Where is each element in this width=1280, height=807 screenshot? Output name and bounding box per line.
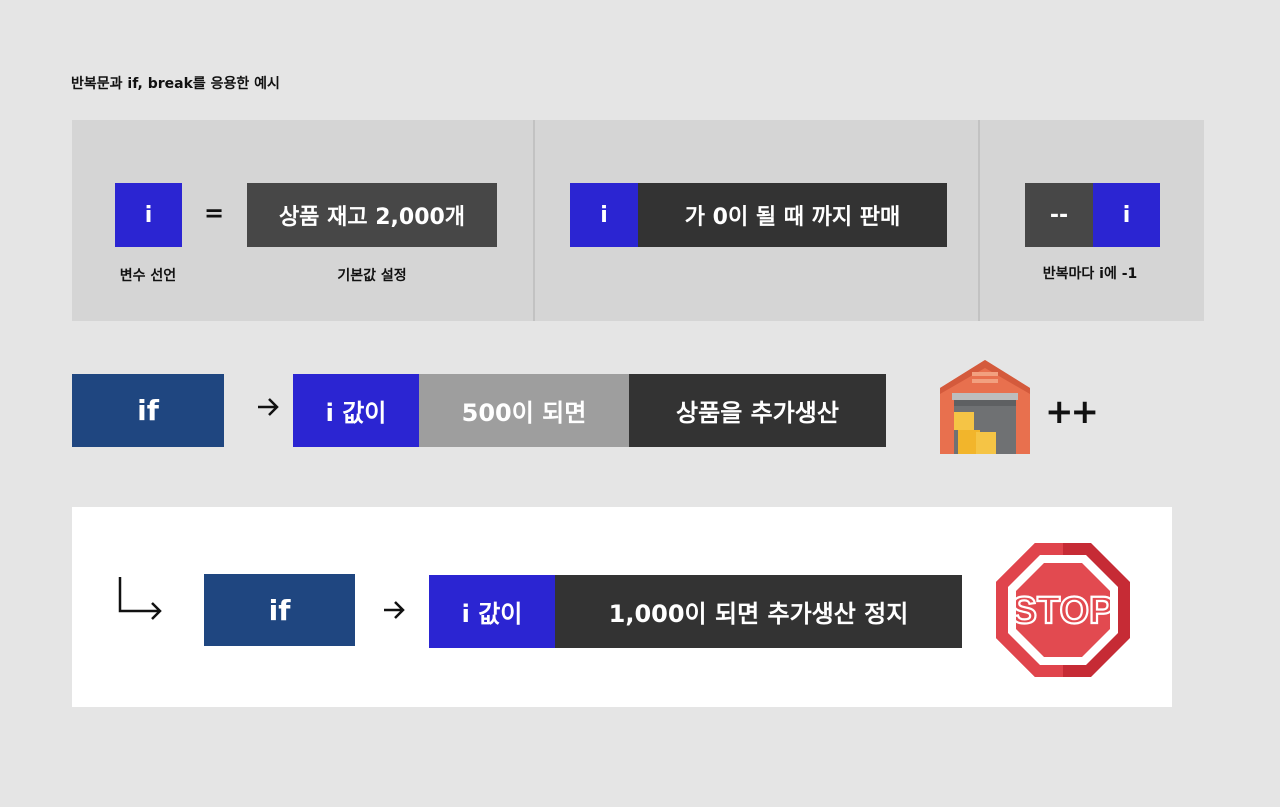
stop-sign-icon: STOP [996, 543, 1130, 681]
break-action-segment: 1,000이 되면 추가생산 정지 [555, 575, 962, 648]
action-segment: 상품을 추가생산 [629, 374, 886, 447]
caption-initial-value: 기본값 설정 [337, 268, 407, 284]
condition-segment-value: 500이 되면 [419, 374, 629, 447]
condition-segment-var: i 값이 [429, 575, 555, 648]
stop-text: STOP [1012, 590, 1115, 632]
increment-operator: ++ [1045, 392, 1099, 432]
if-box: if [204, 574, 355, 646]
arrow-right-icon [381, 596, 407, 628]
page-title: 반복문과 if, break를 응용한 예시 [71, 76, 280, 92]
caption-decrement: 반복마다 i에 -1 [1042, 266, 1138, 282]
initial-value-box: 상품 재고 2,000개 [247, 183, 497, 247]
var-box: i [115, 183, 182, 247]
condition-var-box: i [570, 183, 638, 247]
corner-arrow-icon [115, 575, 167, 629]
if-box: if [72, 374, 224, 447]
condition-text-box: 가 0이 될 때 까지 판매 [638, 183, 947, 247]
arrow-right-icon [255, 393, 281, 425]
decrement-var-box: i [1093, 183, 1160, 247]
decrement-operator-box: -- [1025, 183, 1093, 247]
panel-divider [533, 120, 535, 321]
caption-var-declaration: 변수 선언 [119, 268, 177, 284]
panel-divider [978, 120, 980, 321]
condition-segment-var: i 값이 [293, 374, 419, 447]
warehouse-icon [940, 360, 1030, 458]
equals-sign: = [204, 199, 225, 227]
